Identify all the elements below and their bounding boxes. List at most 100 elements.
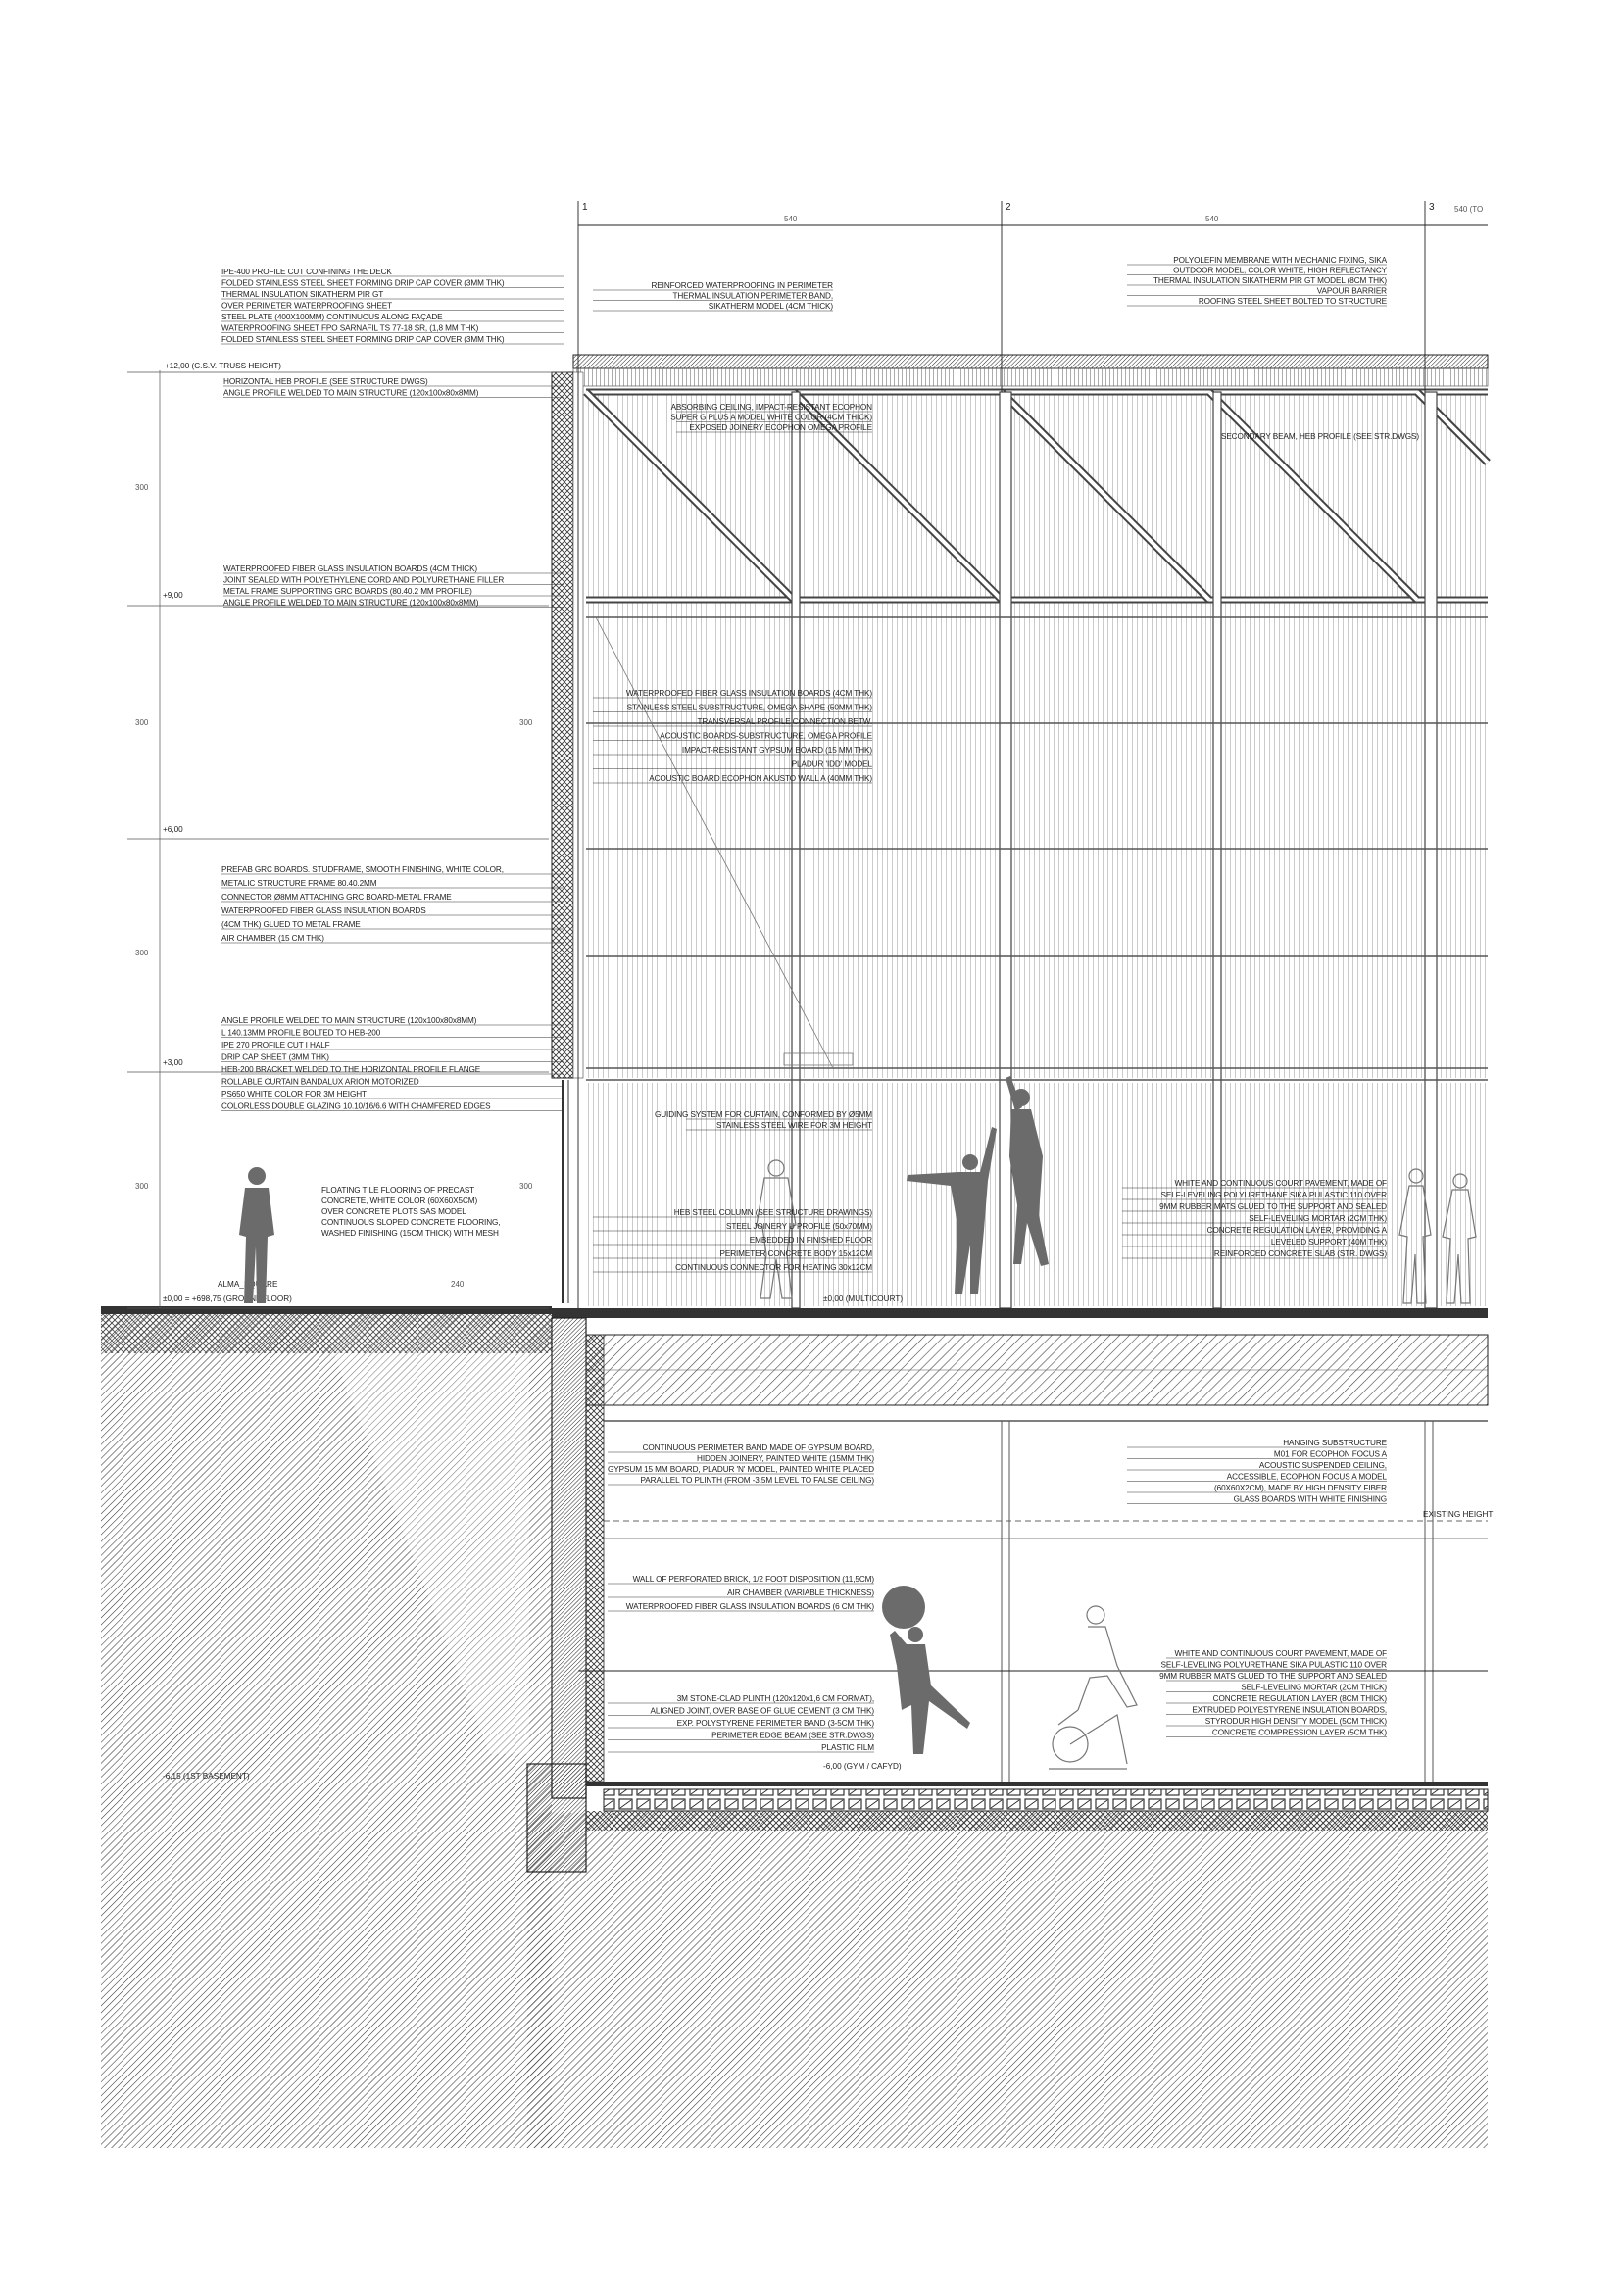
outdoor-base — [101, 1314, 552, 1353]
gym-base-slab — [586, 1811, 1488, 1831]
excavation-slope — [323, 1328, 529, 1754]
label-court-right-2: 9MM RUBBER MATS GLUED TO THE SUPPORT AND… — [1159, 1202, 1387, 1211]
level-9: +9,00 — [163, 591, 183, 600]
court-slab — [552, 1308, 1488, 1318]
person-silhouettes — [239, 1076, 1049, 1754]
level-ticks — [127, 371, 568, 1309]
annotation-leaders — [221, 264, 1387, 1753]
label-gym-wall-0: WALL OF PERFORATED BRICK, 1/2 FOOT DISPO… — [633, 1575, 875, 1584]
label-hanging-2: ACOUSTIC SUSPENDED CEILING, — [1259, 1461, 1387, 1470]
existing-height-label: EXISTING HEIGHT — [1423, 1510, 1493, 1519]
dim-vertical-4: 300 — [135, 1182, 149, 1191]
label-gym-right-6: STYRODUR HIGH DENSITY MODEL (5CM THICK) — [1205, 1717, 1388, 1726]
label-left-roof-5: WATERPROOFING SHEET FPO SARNAFIL TS 77-1… — [221, 324, 479, 333]
label-secondary-beam: SECONDARY BEAM, HEB PROFILE (SEE STR.DWG… — [1221, 432, 1419, 441]
label-top-right-2: THERMAL INSULATION SIKATHERM PIR GT MODE… — [1153, 276, 1387, 285]
label-left-base-0: ANGLE PROFILE WELDED TO MAIN STRUCTURE (… — [221, 1016, 477, 1025]
label-gym-base-3: PERIMETER EDGE BEAM (SEE STR.DWGS) — [711, 1732, 874, 1740]
label-gym-right-3: SELF-LEVELING MORTAR (2CM THICK) — [1241, 1684, 1387, 1692]
roof-truss-inner — [586, 390, 1488, 602]
label-left-base-5: ROLLABLE CURTAIN BANDALUX ARION MOTORIZE… — [221, 1078, 419, 1087]
level-ground: ±0,00 = +698,75 (GROUNDFLOOR) — [163, 1295, 292, 1303]
label-left-mid-3: ANGLE PROFILE WELDED TO MAIN STRUCTURE (… — [223, 599, 479, 608]
label-left-mid-0: WATERPROOFED FIBER GLASS INSULATION BOAR… — [223, 564, 477, 573]
label-gym-right-4: CONCRETE REGULATION LAYER (8CM THICK) — [1213, 1694, 1388, 1703]
label-gym-base-0: 3M STONE-CLAD PLINTH (120x120x1,6 CM FOR… — [677, 1694, 874, 1703]
truss-diagonals-inner — [584, 390, 1490, 602]
label-left-roof-3: OVER PERIMETER WATERPROOFING SHEET — [221, 302, 392, 311]
label-left-facade-1: METALIC STRUCTURE FRAME 80.40.2MM — [221, 879, 377, 888]
dim-span-1-2: 540 — [784, 215, 798, 223]
label-left-truss-1: ANGLE PROFILE WELDED TO MAIN STRUCTURE (… — [223, 389, 479, 398]
gym-gravel-layer — [603, 1788, 1489, 1812]
level-6: +6,00 — [163, 825, 183, 834]
dim-vertical-3: 300 — [135, 949, 149, 957]
label-court-right-3: SELF-LEVELING MORTAR (2CM THK) — [1249, 1214, 1387, 1223]
label-court-right-1: SELF-LEVELING POLYURETHANE SIKA PULASTIC… — [1161, 1191, 1388, 1199]
label-court-right-4: CONCRETE REGULATION LAYER, PROVIDING A — [1207, 1226, 1388, 1235]
grid-lines — [577, 201, 1488, 1672]
label-left-roof-6: FOLDED STAINLESS STEEL SHEET FORMING DRI… — [221, 335, 505, 344]
label-left-mid-1: JOINT SEALED WITH POLYETHYLENE CORD AND … — [223, 576, 504, 585]
dim-vertical-2: 300 — [135, 718, 149, 727]
label-guiding-1: STAINLESS STEEL WIRE FOR 3M HEIGHT — [716, 1121, 872, 1130]
grid-axis-2: 2 — [1006, 202, 1011, 213]
grid-axis-3: 3 — [1429, 202, 1435, 213]
level-multicourt: ±0,00 (MULTICOURT) — [823, 1295, 903, 1303]
label-left-facade-0: PREFAB GRC BOARDS. STUDFRAME, SMOOTH FIN… — [221, 865, 504, 874]
foundation-footing — [526, 1763, 587, 1873]
label-left-ground-1: CONCRETE, WHITE COLOR (60X60X5CM) — [321, 1197, 477, 1205]
label-left-ground-2: OVER CONCRETE PLOTS SAS MODEL — [321, 1207, 466, 1216]
label-court-right-6: REINFORCED CONCRETE SLAB (STR. DWGS) — [1214, 1249, 1387, 1258]
label-hanging-1: M01 FOR ECOPHON FOCUS A — [1274, 1450, 1388, 1459]
label-left-roof-0: IPE-400 PROFILE CUT CONFINING THE DECK — [221, 268, 392, 276]
outline-figures — [756, 1159, 1477, 1770]
curtain-guide-wire — [595, 616, 834, 1069]
retaining-wall — [551, 1317, 587, 1799]
roof-deck — [572, 354, 1489, 369]
label-top-right-1: OUTDOOR MODEL, COLOR WHITE, HIGH REFLECT… — [1173, 267, 1388, 275]
label-court-right-0: WHITE AND CONTINUOUS COURT PAVEMENT, MAD… — [1174, 1179, 1387, 1188]
label-court-base-3: PERIMETER CONCRETE BODY 15x12CM — [719, 1249, 872, 1258]
label-left-facade-5: AIR CHAMBER (15 CM THK) — [221, 934, 324, 943]
dim-vertical-1: 300 — [135, 483, 149, 492]
label-left-facade-4: (4CM THK) GLUED TO METAL FRAME — [221, 920, 361, 929]
label-court-base-2: EMBEDDED IN FINISHED FLOOR — [750, 1236, 872, 1245]
label-hanging-5: GLASS BOARDS WITH WHITE FINISHING — [1234, 1495, 1387, 1504]
label-court-right-5: LEVELED SUPPORT (40M THK) — [1271, 1238, 1387, 1246]
label-left-roof-4: STEEL PLATE (400X100MM) CONTINUOUS ALONG… — [221, 313, 443, 321]
label-ceiling-0: ABSORBING CEILING, IMPACT-RESISTANT ECOP… — [671, 403, 873, 412]
grid-axis-1: 1 — [582, 202, 588, 213]
label-left-base-2: IPE 270 PROFILE CUT I HALF — [221, 1041, 330, 1050]
label-left-base-4: HEB-200 BRACKET WELDED TO THE HORIZONTAL… — [221, 1065, 481, 1074]
label-left-truss-0: HORIZONTAL HEB PROFILE (SEE STRUCTURE DW… — [223, 377, 428, 386]
label-court-base-4: CONTINUOUS CONNECTOR FOR HEATING 30x12CM — [675, 1263, 872, 1272]
label-gym-base-2: EXP. POLYSTYRENE PERIMETER BAND (3-5CM T… — [677, 1719, 875, 1728]
label-left-facade-2: CONNECTOR Ø8MM ATTACHING GRC BOARD-METAL… — [221, 893, 452, 902]
label-left-facade-3: WATERPROOFED FIBER GLASS INSULATION BOAR… — [221, 906, 426, 915]
earth-left — [101, 1313, 552, 2148]
court-wall-upper — [588, 392, 1488, 1078]
level-basement: -6,15 (1ST BASEMENT) — [163, 1772, 250, 1781]
label-basement-ceiling-1: HIDDEN JOINERY, PAINTED WHITE (15MM THK) — [697, 1454, 874, 1463]
label-left-ground-3: CONTINUOUS SLOPED CONCRETE FLOORING, — [321, 1218, 500, 1227]
label-guiding-0: GUIDING SYSTEM FOR CURTAIN, CONFORMED BY… — [655, 1110, 872, 1119]
label-inner-wall-2: TRANSVERSAL PROFILE CONNECTION BETW. — [697, 717, 872, 726]
label-court-base-1: STEEL JOINERY U PROFILE (50x70MM) — [726, 1222, 872, 1231]
label-ceiling-1: SUPER G PLUS A MODEL WHITE COLOR (4CM TH… — [670, 414, 872, 422]
label-inner-wall-6: ACOUSTIC BOARD ECOPHON AKUSTO WALL A (40… — [649, 774, 872, 783]
label-left-base-6: PS650 WHITE COLOR FOR 3M HEIGHT — [221, 1090, 367, 1099]
dim-ground-offset: 240 — [451, 1280, 465, 1289]
level-truss: +12,00 (C.S.V. TRUSS HEIGHT) — [165, 362, 281, 370]
label-ceiling-2: EXPOSED JOINERY ECOPHON OMEGA PROFILE — [689, 423, 872, 432]
label-left-base-3: DRIP CAP SHEET (3MM THK) — [221, 1053, 329, 1062]
label-gym-right-5: EXTRUDED POLYESTYRENE INSULATION BOARDS, — [1192, 1706, 1387, 1715]
label-left-base-1: L 140.13MM PROFILE BOLTED TO HEB-200 — [221, 1029, 381, 1038]
label-left-ground-0: FLOATING TILE FLOORING OF PRECAST — [321, 1186, 474, 1195]
label-inner-wall-3: ACOUSTIC BOARDS-SUBSTRUCTURE, OMEGA PROF… — [660, 732, 872, 741]
label-left-roof-1: FOLDED STAINLESS STEEL SHEET FORMING DRI… — [221, 279, 505, 288]
label-inner-wall-0: WATERPROOFED FIBER GLASS INSULATION BOAR… — [626, 689, 872, 698]
dim-vertical-inner-1: 300 — [519, 718, 533, 727]
